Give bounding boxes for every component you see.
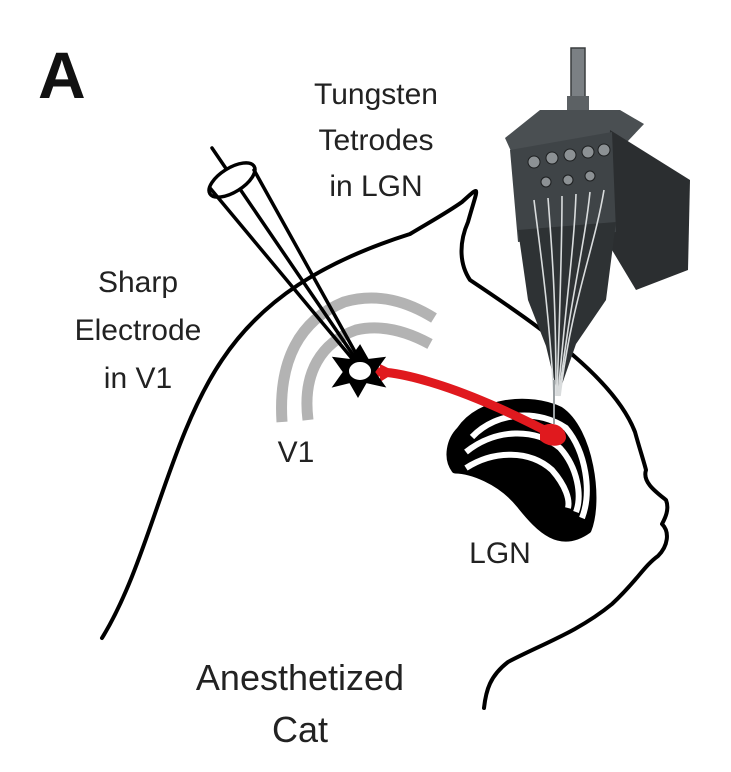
tetrodes-label-line2: Tetrodes [318, 124, 433, 157]
sharp-electrode-label-line1: Sharp [98, 266, 178, 299]
subject-label-line2: Cat [272, 709, 328, 750]
sharp-electrode-icon [207, 146, 366, 370]
subject-label-line1: Anesthetized [196, 657, 404, 698]
sharp-electrode-label-line2: Electrode [75, 314, 202, 347]
tetrodes-label-line3: in LGN [329, 170, 422, 203]
neuron-star-icon [331, 344, 387, 399]
tetrodes-label-line1: Tungsten [314, 78, 438, 111]
lgn-label: LGN [469, 537, 531, 570]
lgn-to-v1-projection [373, 364, 566, 446]
v1-label: V1 [278, 436, 315, 469]
panel-letter: A [38, 38, 86, 112]
cat-head-outline [100, 189, 670, 710]
v1-cortex [276, 292, 437, 423]
tetrode-microdrive-icon [505, 47, 690, 424]
sharp-electrode-label-line3: in V1 [104, 362, 172, 395]
